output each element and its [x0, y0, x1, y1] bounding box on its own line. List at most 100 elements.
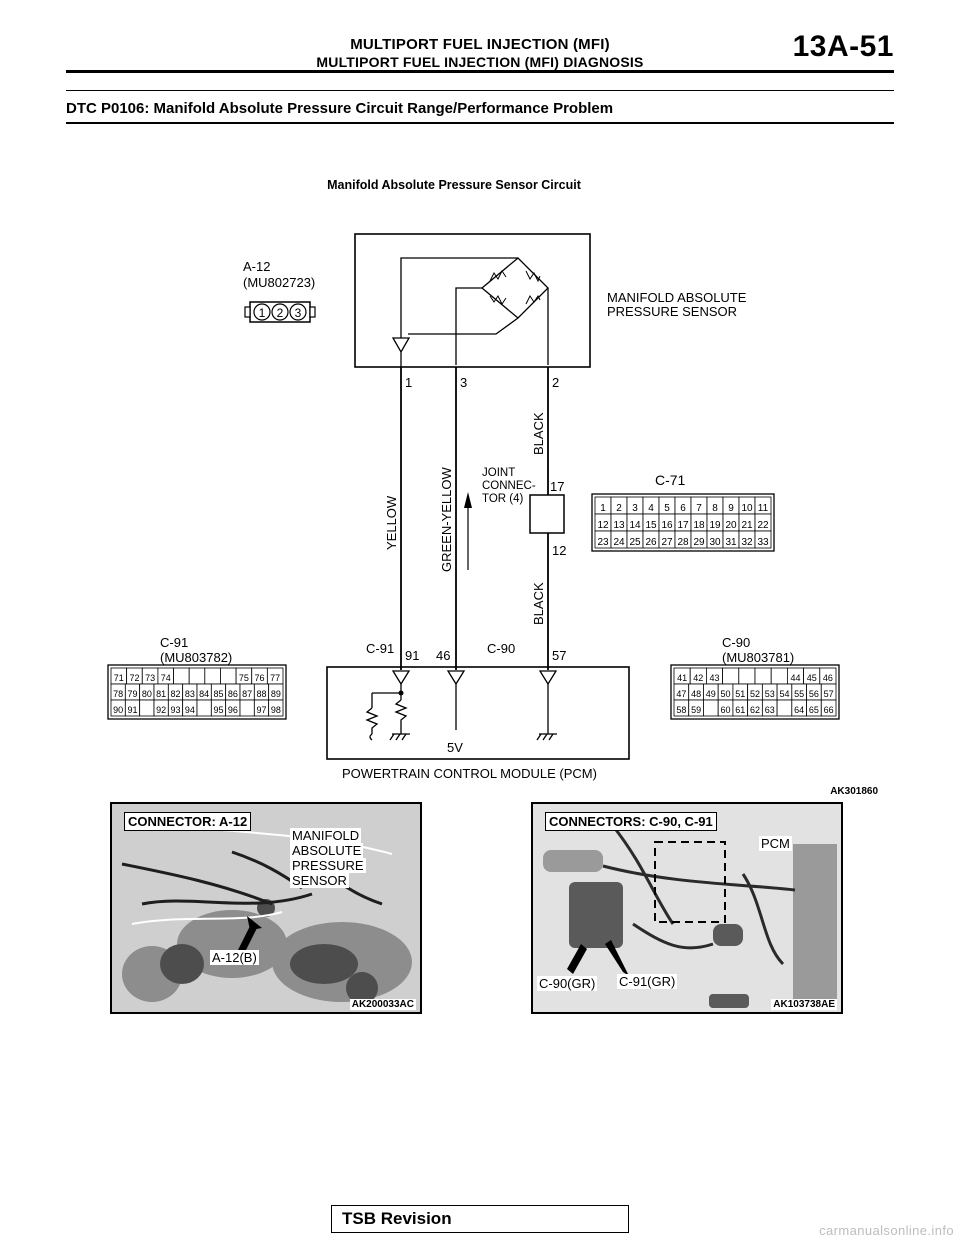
- photo-left-label: ABSOLUTE: [290, 843, 364, 858]
- connector-pin-label: 15: [645, 520, 657, 531]
- connector-pin-label: 66: [824, 705, 834, 715]
- connector-pin-label: 89: [271, 689, 281, 699]
- connector-pin-label: 26: [645, 537, 657, 548]
- connector-pin-label: 7: [696, 503, 702, 514]
- connector-pin-label: 56: [809, 689, 819, 699]
- joint-connector-label: CONNEC-: [482, 480, 536, 492]
- connector-pin-label: 62: [750, 705, 760, 715]
- connector-pin-label: 24: [613, 537, 625, 548]
- connector-pin-label: 82: [170, 689, 180, 699]
- page-header: MULTIPORT FUEL INJECTION (MFI) MULTIPORT…: [0, 0, 960, 80]
- pcm-connector-left-label: C-91: [366, 641, 394, 656]
- connector-pin-label: 58: [676, 705, 686, 715]
- joint-pin-bottom: 12: [552, 543, 566, 558]
- connector-pin-label: 50: [721, 689, 731, 699]
- connector-pin-label: 2: [616, 503, 622, 514]
- section-title: MULTIPORT FUEL INJECTION (MFI): [350, 36, 610, 53]
- header-rule: [66, 70, 894, 73]
- connector-pin-label: 29: [693, 537, 705, 548]
- connector-pin-label: 48: [691, 689, 701, 699]
- wire-black-upper-label: BLACK: [531, 412, 546, 455]
- sensor-pin: 1: [405, 375, 412, 390]
- connector-cell: [139, 699, 155, 717]
- diagram-title: Manifold Absolute Pressure Sensor Circui…: [327, 178, 582, 192]
- a12-pin: 3: [295, 306, 302, 320]
- connector-pin-label: 25: [629, 537, 641, 548]
- photo-right-code: AK103738AE: [771, 999, 837, 1010]
- connector-cell: [738, 667, 756, 685]
- photo-left-code: AK200033AC: [349, 999, 416, 1010]
- connector-pin-label: 32: [741, 537, 753, 548]
- sensor-label: PRESSURE SENSOR: [607, 304, 737, 319]
- connector-pin-label: 73: [145, 673, 155, 683]
- pcm-pin: 91: [405, 648, 419, 663]
- connector-pin-label: 97: [256, 705, 266, 715]
- connector-pin-label: 61: [735, 705, 745, 715]
- connector-pin-label: 19: [709, 520, 721, 531]
- connector-pin-label: 94: [185, 705, 195, 715]
- connector-pin-label: 95: [213, 705, 223, 715]
- wire-black-lower-label: BLACK: [531, 582, 546, 625]
- joint-connector-label: TOR (4): [482, 493, 523, 505]
- a12-id: A-12: [243, 259, 270, 274]
- connector-pin-label: 84: [199, 689, 209, 699]
- connector-pin-label: 74: [161, 673, 171, 683]
- connector-pin-label: 64: [794, 705, 804, 715]
- connector-pin-label: 60: [721, 705, 731, 715]
- c90-part: (MU803781): [722, 650, 794, 665]
- connector-pin-label: 11: [758, 503, 769, 514]
- pcm-connector-right-label: C-90: [487, 641, 515, 656]
- harness-wires: [400, 367, 549, 670]
- connector-pin-label: 42: [693, 673, 703, 683]
- connector-pin-label: 22: [757, 520, 769, 531]
- photo-connector-a12: CONNECTOR: A-12 MANIFOLD ABSOLUTE PRESSU…: [110, 802, 422, 1014]
- connector-pin-label: 10: [741, 503, 753, 514]
- photo-right-label-pcm: PCM: [759, 836, 792, 851]
- photo-connectors-c90-c91: CONNECTORS: C-90, C-91 PCM C-90(GR) C-91…: [531, 802, 843, 1014]
- sensor-label: MANIFOLD ABSOLUTE: [607, 290, 747, 305]
- connector-pin-label: 8: [712, 503, 718, 514]
- sensor-pin: 3: [460, 375, 467, 390]
- connector-pin-label: 31: [725, 537, 737, 548]
- connector-pin-label: 79: [127, 689, 137, 699]
- connector-cell: [703, 699, 719, 717]
- connector-frame: [591, 493, 775, 552]
- connector-pin-label: 86: [228, 689, 238, 699]
- map-sensor-box: [354, 233, 591, 368]
- connector-pin-label: 96: [228, 705, 238, 715]
- connector-frame: [670, 664, 840, 720]
- connector-pin-label: 6: [680, 503, 686, 514]
- wire-yellow-label: YELLOW: [384, 495, 399, 550]
- c90-id: C-90: [722, 635, 750, 650]
- tsb-revision-box: TSB Revision: [331, 1205, 629, 1233]
- photo-right-pointer: C-90(GR): [537, 976, 598, 991]
- connector-pin-label: 16: [661, 520, 673, 531]
- connector-cell: [268, 699, 284, 717]
- connector-cell: [770, 667, 788, 685]
- connector-pin-label: 85: [213, 689, 223, 699]
- c91-part: (MU803782): [160, 650, 232, 665]
- connector-cell: [239, 699, 255, 717]
- section-subtitle: MULTIPORT FUEL INJECTION (MFI) DIAGNOSIS: [316, 54, 644, 70]
- a12-pin: 1: [259, 306, 266, 320]
- connector-pin-label: 30: [709, 537, 721, 548]
- joint-connector-label: JOINT: [482, 467, 515, 479]
- connector-pin-label: 72: [129, 673, 139, 683]
- connector-pin-label: 75: [239, 673, 249, 683]
- connector-cell: [776, 699, 793, 717]
- connector-pin-label: 3: [632, 503, 638, 514]
- photo-left-header: CONNECTOR: A-12: [124, 812, 252, 831]
- connector-pin-label: 41: [677, 673, 687, 683]
- c71-id: C-71: [655, 472, 686, 488]
- dtc-heading: DTC P0106: Manifold Absolute Pressure Ci…: [66, 100, 614, 117]
- a12-part: (MU802723): [243, 275, 315, 290]
- pcm-voltage: 5V: [447, 740, 463, 755]
- connector-pin-label: 9: [728, 503, 734, 514]
- connector-pin-label: 43: [709, 673, 719, 683]
- connector-pin-label: 57: [824, 689, 834, 699]
- photo-left-pointer: A-12(B): [210, 950, 259, 965]
- connector-cell: [220, 667, 237, 685]
- connector-pin-label: 63: [765, 705, 775, 715]
